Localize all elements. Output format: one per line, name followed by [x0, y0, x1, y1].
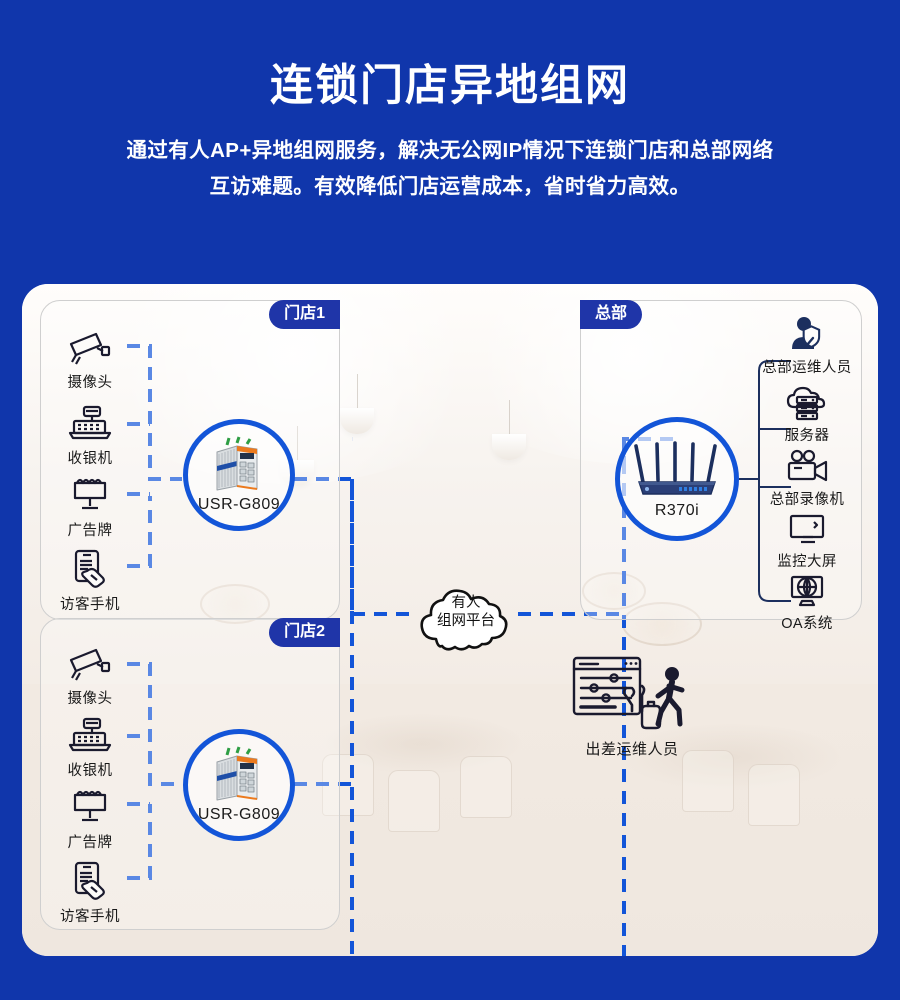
store-2-device-guest-phone-label: 访客手机 — [60, 909, 120, 925]
diagram-stage: 门店1 摄像头 — [22, 284, 878, 956]
monitor-screen-icon — [759, 505, 855, 547]
store-2-router-circle[interactable]: USR-G809 — [183, 729, 295, 841]
headquarters-router-label: R370i — [654, 502, 700, 519]
store-1-device-register-label: 收银机 — [67, 451, 113, 467]
cash-register-icon — [49, 713, 131, 755]
video-recorder-icon — [759, 443, 855, 485]
page-subtitle: 通过有人AP+异地组网服务，解决无公网IP情况下连锁门店和总部网络 互访难题。有… — [0, 133, 900, 205]
headquarters-badge: 总部 — [580, 300, 643, 329]
hq-item-server: 服务器 — [759, 379, 855, 445]
oa-globe-icon — [759, 567, 855, 609]
travelling-engineer-icon — [542, 652, 722, 736]
guest-phone-icon — [49, 859, 131, 901]
cctv-camera-icon — [49, 325, 131, 367]
guest-phone-icon — [49, 547, 131, 589]
travelling-engineer-label: 出差运维人员 — [585, 741, 679, 758]
wifi-router-icon — [634, 441, 717, 495]
hq-item-operations-staff: 总部运维人员 — [759, 311, 855, 377]
cloud-server-icon — [759, 379, 855, 421]
cloud-label: 有人 组网平台 — [410, 576, 522, 654]
store-1-device-guest-phone-label: 访客手机 — [60, 597, 120, 613]
page-subtitle-line-1: 通过有人AP+异地组网服务，解决无公网IP情况下连锁门店和总部网络 — [126, 139, 774, 163]
store-2-device-guest-phone: 访客手机 — [49, 859, 131, 926]
page-header: 连锁门店异地组网 通过有人AP+异地组网服务，解决无公网IP情况下连锁门店和总部… — [0, 0, 900, 205]
store-2-device-billboard: 广告牌 — [49, 785, 131, 852]
hq-item-monitor-wall: 监控大屏 — [759, 505, 855, 571]
store-1-device-billboard: 广告牌 — [49, 473, 131, 540]
travelling-engineer-block: 出差运维人员 — [542, 652, 722, 759]
hq-item-oa-system-label: OA系统 — [781, 616, 833, 632]
store-1-badge: 门店1 — [269, 300, 340, 329]
store-1-device-guest-phone: 访客手机 — [49, 547, 131, 614]
hq-item-video-recorder-label: 总部录像机 — [769, 492, 845, 508]
headquarters-router-circle[interactable]: R370i — [615, 417, 739, 541]
hq-item-operations-staff-label: 总部运维人员 — [762, 360, 852, 376]
store-1-device-camera-label: 摄像头 — [67, 375, 113, 391]
store-2-device-camera-label: 摄像头 — [67, 691, 113, 707]
store-2-device-register-label: 收银机 — [67, 763, 113, 779]
page-title: 连锁门店异地组网 — [270, 62, 630, 110]
store-2-device-camera: 摄像头 — [49, 641, 131, 708]
store-1-device-billboard-label: 广告牌 — [67, 523, 113, 539]
hq-item-server-label: 服务器 — [784, 428, 830, 444]
store-2-badge: 门店2 — [269, 618, 340, 647]
industrial-router-icon — [216, 436, 258, 491]
cctv-camera-icon — [49, 641, 131, 683]
store-1-device-camera: 摄像头 — [49, 325, 131, 392]
headquarters-connection-lines — [739, 360, 791, 602]
store-2-device-billboard-label: 广告牌 — [67, 835, 113, 851]
hq-item-video-recorder: 总部录像机 — [759, 443, 855, 509]
store-1-router-circle[interactable]: USR-G809 — [183, 419, 295, 531]
billboard-icon — [49, 785, 131, 827]
page-subtitle-line-2: 互访难题。有效降低门店运营成本，省时省力高效。 — [209, 175, 691, 199]
networking-cloud[interactable]: 有人 组网平台 — [410, 576, 522, 654]
cloud-icon — [420, 589, 508, 651]
billboard-icon — [49, 473, 131, 515]
store-1-router-label: USR-G809 — [197, 496, 281, 513]
hq-item-monitor-wall-label: 监控大屏 — [777, 554, 837, 570]
industrial-router-icon — [216, 746, 258, 801]
store-2-router-label: USR-G809 — [197, 806, 281, 823]
store-1-device-register: 收银机 — [49, 401, 131, 468]
store-2-device-register: 收银机 — [49, 713, 131, 780]
store-2-panel: 门店2 摄像头 — [40, 618, 340, 930]
cloud-label-line-2: 组网平台 — [437, 613, 495, 629]
hq-item-oa-system: OA系统 — [759, 567, 855, 633]
operations-staff-icon — [759, 311, 855, 353]
cloud-label-line-1: 有人 — [451, 594, 481, 611]
cash-register-icon — [49, 401, 131, 443]
store-1-panel: 门店1 摄像头 — [40, 300, 340, 620]
headquarters-panel: 总部 R370i — [580, 300, 862, 632]
